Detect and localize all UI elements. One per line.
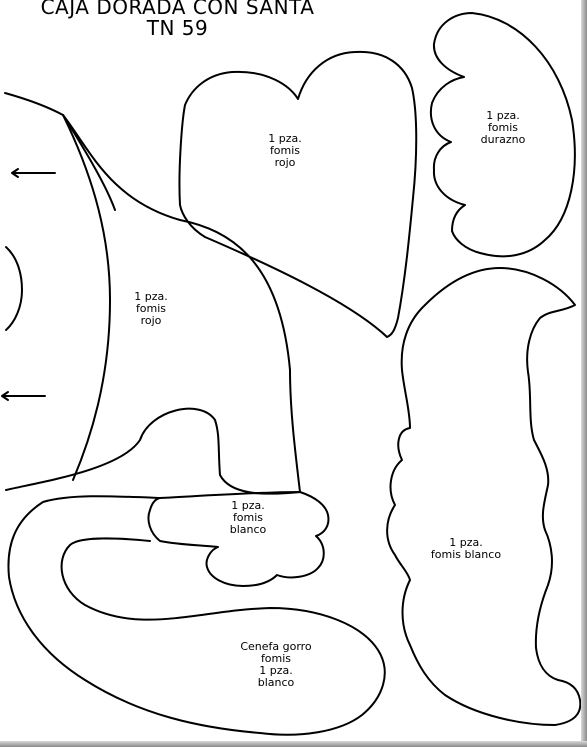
title-line-1: CAJA DORADA CON SANTA — [40, 0, 315, 19]
hat-qty: 1 pza. — [134, 290, 168, 303]
hat-color: rojo — [140, 314, 162, 327]
cloud-qty: 1 pza. — [486, 109, 520, 122]
beard-shape — [386, 267, 582, 726]
brim-color: blanco — [257, 676, 295, 689]
beard-material: fomis blanco — [430, 548, 502, 561]
title-line-2: TN 59 — [146, 16, 209, 40]
page-shadow-right — [581, 0, 587, 747]
beard-label: 1 pza. fomis blanco — [420, 537, 512, 561]
pompom-color: blanco — [229, 523, 267, 536]
brim-material: fomis — [260, 652, 292, 665]
heart-material: fomis — [269, 144, 301, 157]
page-title: CAJA DORADA CON SANTA TN 59 — [0, 0, 355, 39]
hat-left-edge — [62, 114, 111, 481]
brim-qty: 1 pza. — [259, 664, 293, 677]
pompom-qty: 1 pza. — [231, 499, 265, 512]
brim-name: Cenefa gorro — [240, 640, 312, 653]
beard-qty: 1 pza. — [449, 536, 483, 549]
arrow-lower-icon — [1, 391, 46, 401]
brim-label: Cenefa gorro fomis 1 pza. blanco — [230, 641, 322, 689]
pompom-shape — [147, 491, 330, 587]
hat-label: 1 pza. fomis rojo — [121, 291, 181, 327]
pompom-material: fomis — [232, 511, 264, 524]
page-shadow-bottom — [0, 741, 587, 747]
heart-label: 1 pza. fomis rojo — [255, 133, 315, 169]
arrow-upper-icon — [11, 168, 56, 178]
cloud-color: durazno — [480, 133, 526, 146]
brim-shape — [7, 495, 386, 736]
cloud-shape — [430, 12, 576, 258]
pompom-label: 1 pza. fomis blanco — [218, 500, 278, 536]
heart-color: rojo — [274, 156, 296, 169]
hat-outer-line — [4, 92, 116, 211]
heart-shape — [178, 50, 418, 338]
cloud-label: 1 pza. fomis durazno — [472, 110, 534, 146]
hat-material: fomis — [135, 302, 167, 315]
heart-qty: 1 pza. — [268, 132, 302, 145]
cloud-material: fomis — [487, 121, 519, 134]
half-circle-shape — [5, 246, 23, 331]
